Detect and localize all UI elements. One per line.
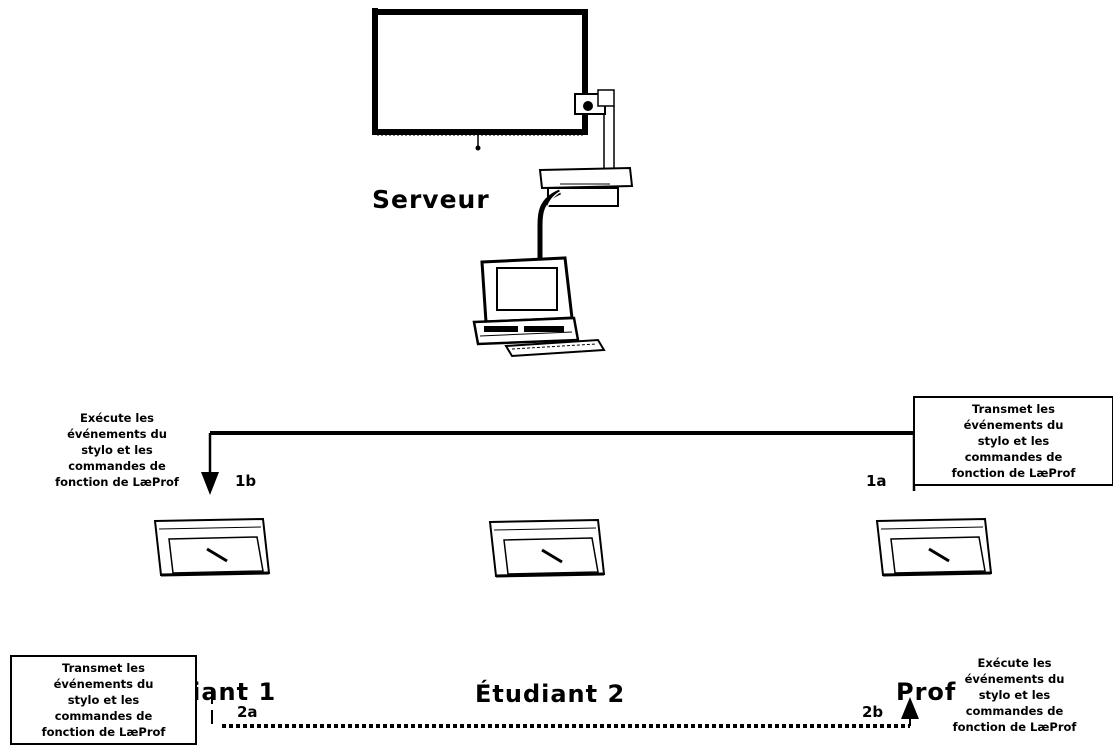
tablet-icon bbox=[877, 519, 991, 575]
step-1a-label: 1a bbox=[866, 472, 887, 490]
student1-execute-note: Exécute les événements du stylo et les c… bbox=[34, 410, 200, 490]
arrow-down-icon bbox=[201, 472, 219, 495]
teacher-transmit-note: Transmet les événements du stylo et les … bbox=[913, 396, 1113, 486]
computer-icon bbox=[474, 258, 604, 356]
step-2b-label: 2b bbox=[862, 703, 883, 721]
step-1b-label: 1b bbox=[235, 472, 256, 490]
connector-prof-to-student1 bbox=[201, 433, 914, 495]
tablet-icon bbox=[490, 520, 604, 576]
student2-label: Étudiant 2 bbox=[475, 680, 625, 708]
teacher-execute-note: Exécute les événements du stylo et les c… bbox=[927, 655, 1102, 735]
projection-screen-icon bbox=[372, 8, 585, 151]
server-label: Serveur bbox=[372, 185, 490, 214]
tablet-icon bbox=[155, 519, 269, 575]
student1-transmit-note: Transmet les événements du stylo et les … bbox=[10, 655, 197, 745]
step-2a-label: 2a bbox=[237, 703, 258, 721]
